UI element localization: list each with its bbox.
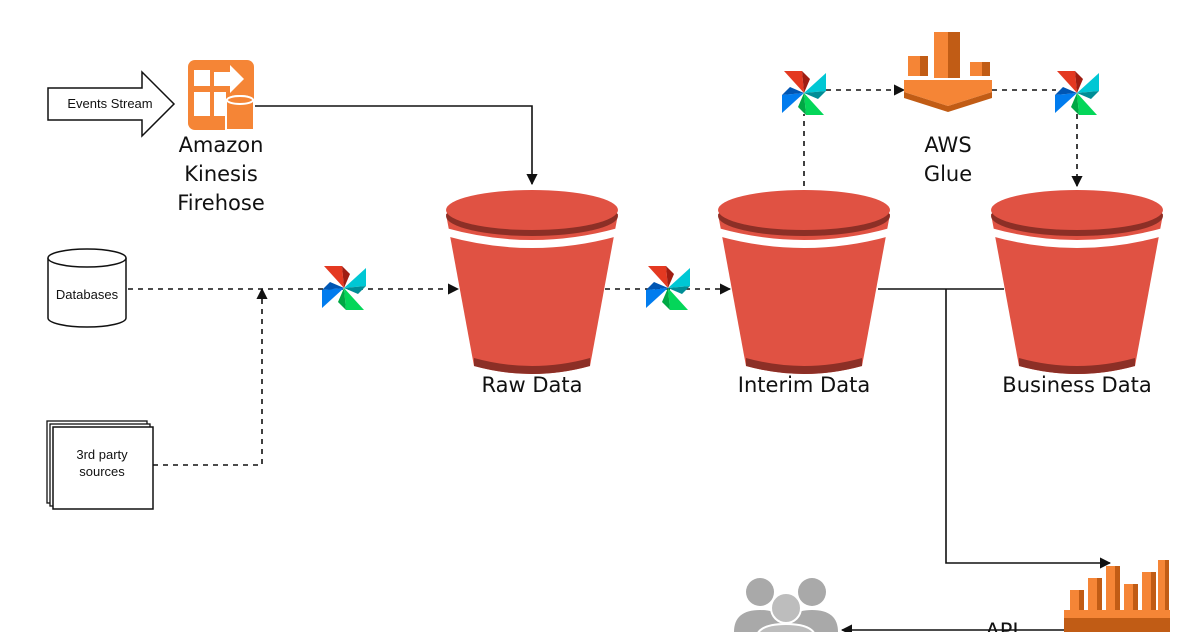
kinesis-label-line2: Kinesis bbox=[184, 162, 258, 186]
business-data-bucket-icon bbox=[991, 190, 1163, 374]
airflow-pinwheel-icon bbox=[322, 266, 366, 310]
airflow-pinwheel-icon bbox=[1055, 71, 1099, 115]
raw-data-bucket-icon bbox=[446, 190, 618, 374]
users-group-icon bbox=[734, 578, 838, 632]
events-stream-node: Events Stream bbox=[47, 70, 176, 138]
business-data-label: Business Data bbox=[1002, 373, 1151, 397]
api-label: API bbox=[985, 619, 1018, 632]
airflow-pinwheel-icon bbox=[646, 266, 690, 310]
aws-analytics-bars-icon bbox=[1064, 560, 1170, 632]
aws-glue-icon bbox=[904, 32, 992, 112]
interim-data-bucket-icon bbox=[718, 190, 890, 374]
kinesis-label-line3: Firehose bbox=[177, 191, 265, 215]
edge-kinesis-to-raw bbox=[236, 105, 538, 186]
glue-label-line1: AWS bbox=[924, 133, 971, 157]
third-party-label-line2: sources bbox=[79, 464, 125, 479]
kinesis-firehose-icon bbox=[188, 60, 255, 131]
third-party-label-line1: 3rd party bbox=[76, 447, 128, 462]
interim-data-label: Interim Data bbox=[738, 373, 870, 397]
airflow-pinwheel-icon bbox=[782, 71, 826, 115]
databases-label: Databases bbox=[56, 287, 119, 302]
kinesis-label-line1: Amazon bbox=[179, 133, 264, 157]
glue-label-line2: Glue bbox=[924, 162, 972, 186]
edge-to-analytics bbox=[945, 289, 1112, 569]
raw-data-label: Raw Data bbox=[482, 373, 583, 397]
third-party-node: 3rd party sources bbox=[46, 420, 154, 510]
edge-thirdparty-to-raw bbox=[153, 287, 268, 466]
databases-node: Databases bbox=[47, 248, 127, 328]
events-stream-label: Events Stream bbox=[67, 96, 152, 111]
